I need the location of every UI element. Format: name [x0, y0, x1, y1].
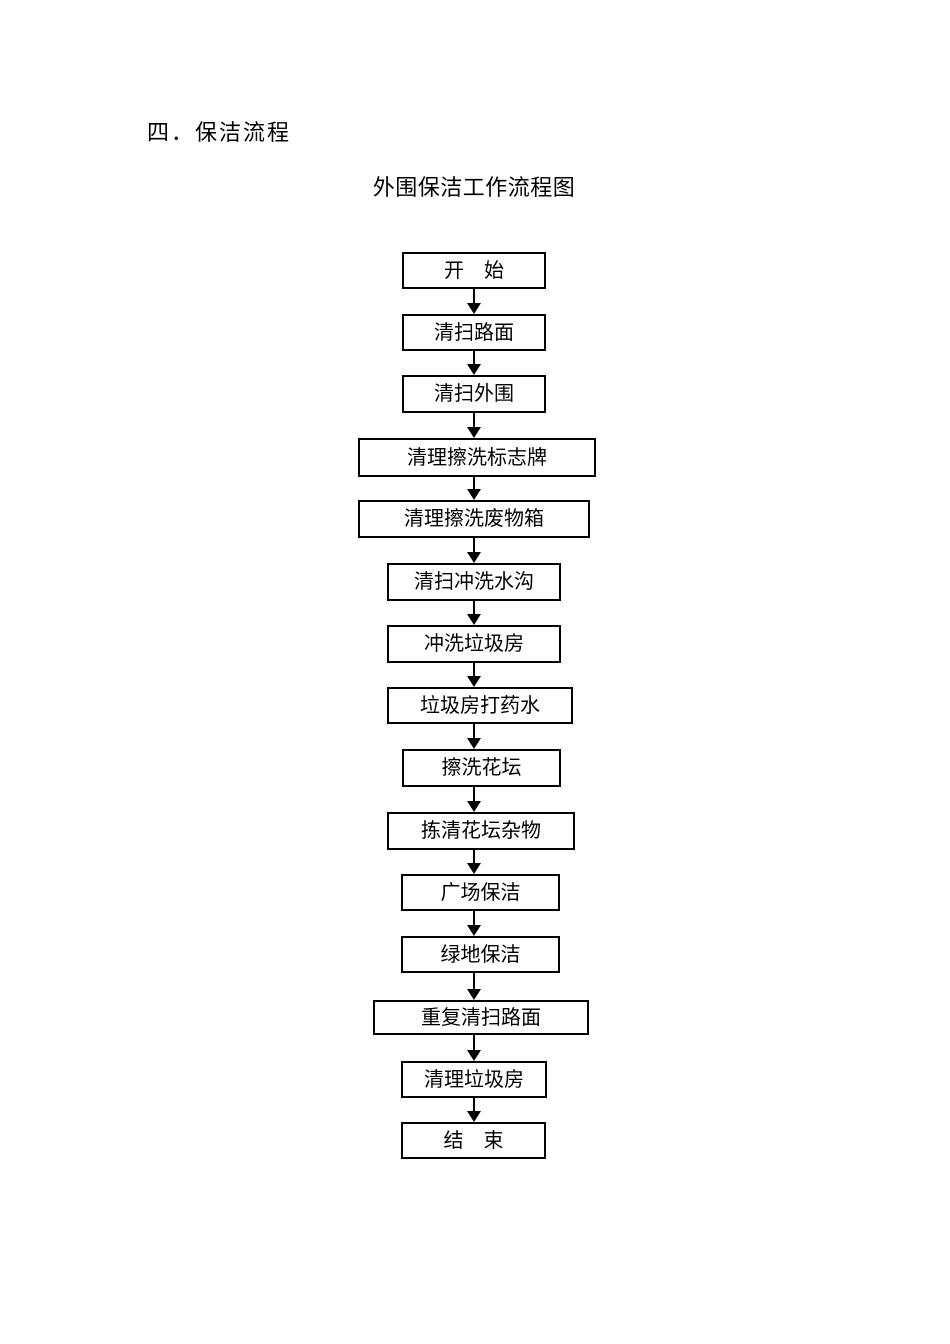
arrow-stem [472, 601, 475, 614]
arrowhead-down-icon [466, 1111, 481, 1122]
flow-step-flush-garbage-room: 冲洗垃圾房 [387, 625, 561, 663]
arrow-stem [472, 911, 475, 925]
arrow-stem [472, 850, 475, 863]
arrow-stem [472, 787, 475, 801]
flow-step-plaza-cleaning: 广场保洁 [401, 874, 560, 911]
flow-step-scrub-flowerbed: 擦洗花坛 [402, 749, 561, 787]
arrowhead-down-icon [466, 552, 481, 563]
flow-connector-9 [466, 787, 481, 812]
arrowhead-down-icon [466, 863, 481, 874]
arrow-stem [472, 973, 475, 989]
flow-step-sweep-road: 清扫路面 [402, 314, 546, 351]
arrowhead-down-icon [466, 614, 481, 625]
flow-connector-13 [466, 1035, 481, 1061]
flow-connector-11 [466, 911, 481, 936]
flow-connector-10 [466, 850, 481, 874]
flow-step-green-area-cleaning: 绿地保洁 [401, 936, 560, 973]
arrow-stem [472, 477, 475, 489]
arrow-stem [472, 351, 475, 364]
arrow-stem [472, 724, 475, 738]
flow-connector-2 [466, 351, 481, 375]
arrow-stem [472, 663, 475, 676]
arrow-stem [472, 413, 475, 427]
flow-connector-8 [466, 724, 481, 749]
flow-connector-4 [466, 477, 481, 500]
arrowhead-down-icon [466, 364, 481, 375]
arrow-stem [472, 289, 475, 303]
flow-connector-1 [466, 289, 481, 314]
flow-step-repeat-sweep-road: 重复清扫路面 [373, 1000, 589, 1035]
flow-connector-7 [466, 663, 481, 687]
flow-connector-5 [466, 538, 481, 563]
section-heading: 四．保洁流程 [147, 120, 292, 145]
flowchart-title: 外围保洁工作流程图 [372, 175, 576, 200]
arrowhead-down-icon [466, 427, 481, 438]
arrow-stem [472, 1098, 475, 1111]
arrowhead-down-icon [466, 1050, 481, 1061]
arrowhead-down-icon [466, 989, 481, 1000]
arrowhead-down-icon [466, 925, 481, 936]
flow-step-pick-flowerbed-debris: 拣清花坛杂物 [387, 812, 575, 850]
flow-connector-6 [466, 601, 481, 625]
flow-step-sweep-flush-ditch: 清扫冲洗水沟 [387, 563, 561, 601]
flow-step-sweep-periphery: 清扫外围 [402, 375, 546, 413]
arrow-stem [472, 1035, 475, 1050]
flow-connector-3 [466, 413, 481, 438]
arrowhead-down-icon [466, 801, 481, 812]
arrowhead-down-icon [466, 303, 481, 314]
flow-connector-14 [466, 1098, 481, 1122]
arrowhead-down-icon [466, 489, 481, 500]
flow-step-clean-garbage-room: 清理垃圾房 [401, 1061, 547, 1098]
flow-step-clean-signs: 清理擦洗标志牌 [358, 438, 596, 477]
arrowhead-down-icon [466, 676, 481, 687]
arrowhead-down-icon [466, 738, 481, 749]
arrow-stem [472, 538, 475, 552]
flow-connector-12 [466, 973, 481, 1000]
flow-step-clean-waste-bins: 清理擦洗废物箱 [358, 500, 590, 538]
flow-step-disinfect-garbage-room: 垃圾房打药水 [387, 687, 573, 724]
flow-step-start: 开 始 [402, 252, 546, 289]
flow-step-end: 结 束 [401, 1122, 546, 1159]
